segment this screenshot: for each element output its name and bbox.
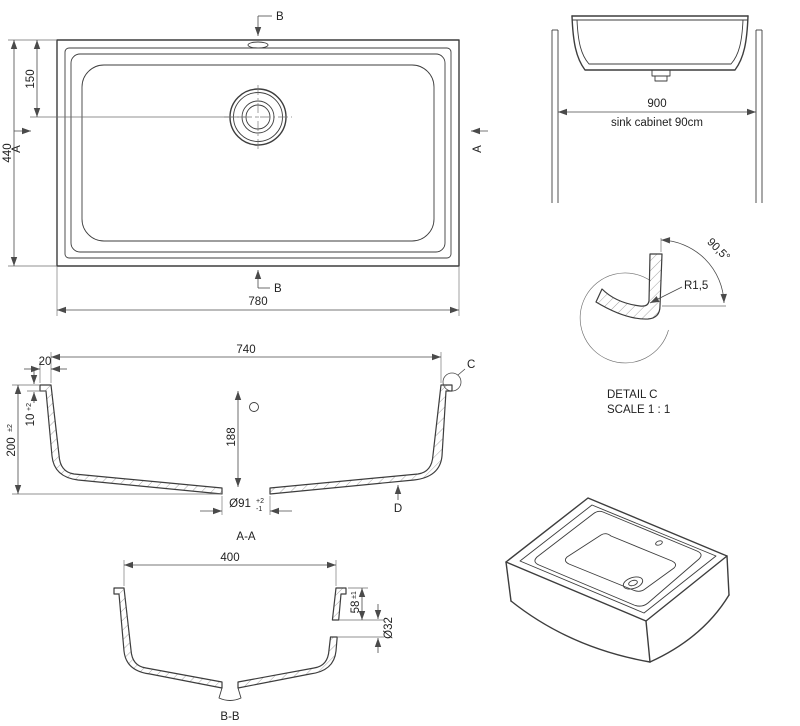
drain-stub — [218, 687, 242, 701]
radius-label: R1,5 — [684, 280, 708, 292]
bowl-top-edge — [70, 53, 446, 253]
dim-flange-label: 20 — [39, 356, 52, 368]
dim-drain-tol-plus: +2 — [256, 498, 264, 505]
dim-drain-offset-label: 150 — [25, 69, 37, 88]
dim-cabinet-width-label: 900 — [647, 98, 666, 110]
dim-rim-thickness-tol: +2 — [26, 403, 33, 411]
dim-overflow-offset-tol: ±1 — [351, 591, 358, 599]
dim-rim-thickness-label: 10 — [25, 414, 37, 427]
iso-drain — [622, 576, 644, 590]
dim-height-label: 440 — [2, 143, 14, 162]
plan-view: 440 150 780 B B A A — [2, 11, 488, 316]
dim-top-width-label: 740 — [236, 344, 255, 356]
section-aa-right-wall — [269, 384, 453, 495]
detail-c-view: 90,5° R1,5 DETAIL C SCALE 1 : 1 — [579, 236, 732, 416]
iso-rim-inner — [519, 504, 717, 614]
dim-drain-diameter-label: Ø91 — [229, 498, 251, 510]
cabinet-note: sink cabinet 90cm — [611, 117, 703, 129]
dim-bb-width-label: 400 — [220, 552, 239, 564]
overflow-hole — [249, 402, 259, 412]
section-bb-right-wall-upper — [331, 587, 347, 621]
detail-c-marker-label: C — [467, 359, 475, 371]
detail-title: DETAIL C — [607, 389, 657, 401]
dim-drain-tol-minus: -1 — [256, 506, 262, 513]
iso-bowl-top — [534, 510, 702, 607]
detail-scale: SCALE 1 : 1 — [607, 404, 670, 416]
dim-total-height-tol: ±2 — [7, 424, 14, 432]
isometric-view — [505, 497, 730, 663]
svg-text:D: D — [394, 503, 402, 515]
angle-dim-arc — [660, 237, 727, 304]
iso-bowl-bottom — [564, 533, 677, 592]
detail-boundary-arc — [579, 272, 669, 364]
dim-total-height-label: 200 — [6, 437, 18, 456]
section-b-label-top: B — [276, 11, 284, 23]
section-bb-right-wall-lower — [237, 636, 338, 689]
detail-c-circle — [442, 372, 462, 392]
dim-overflow-diameter-label: Ø32 — [383, 617, 395, 639]
dim-overflow-offset-label: 58 — [350, 601, 362, 614]
sink-outer-profile — [571, 15, 749, 71]
section-a-label-left: A — [11, 145, 23, 153]
elevation-view: 900 sink cabinet 90cm — [551, 15, 763, 203]
dim-width-label: 780 — [248, 296, 267, 308]
sink-rim-line — [64, 47, 452, 259]
section-b-label-bottom: B — [274, 283, 282, 295]
section-a-label-right: A — [472, 145, 484, 153]
section-bb-title: B-B — [220, 711, 240, 723]
sink-inner-profile — [576, 19, 744, 65]
bowl-bottom-edge — [81, 64, 435, 242]
section-aa-view: 740 20 200 ±2 10 +2 188 Ø91 +2 -1 C — [6, 344, 475, 543]
iso-overflow — [655, 540, 663, 546]
section-bb-view: 400 58 ±1 Ø32 B-B — [113, 552, 395, 723]
angle-label: 90,5° — [704, 236, 732, 264]
iso-rim-outer — [505, 497, 728, 622]
overflow-slot — [247, 41, 269, 49]
section-aa-title: A-A — [236, 531, 256, 543]
section-bb-left-wall — [113, 587, 223, 689]
radius-leader — [649, 286, 683, 304]
dim-bowl-depth-label: 188 — [226, 427, 238, 446]
corner-cross-section — [595, 253, 663, 320]
sink-outer-edge — [56, 39, 460, 267]
section-aa-left-wall — [39, 384, 223, 495]
drain-fitting — [651, 70, 671, 77]
